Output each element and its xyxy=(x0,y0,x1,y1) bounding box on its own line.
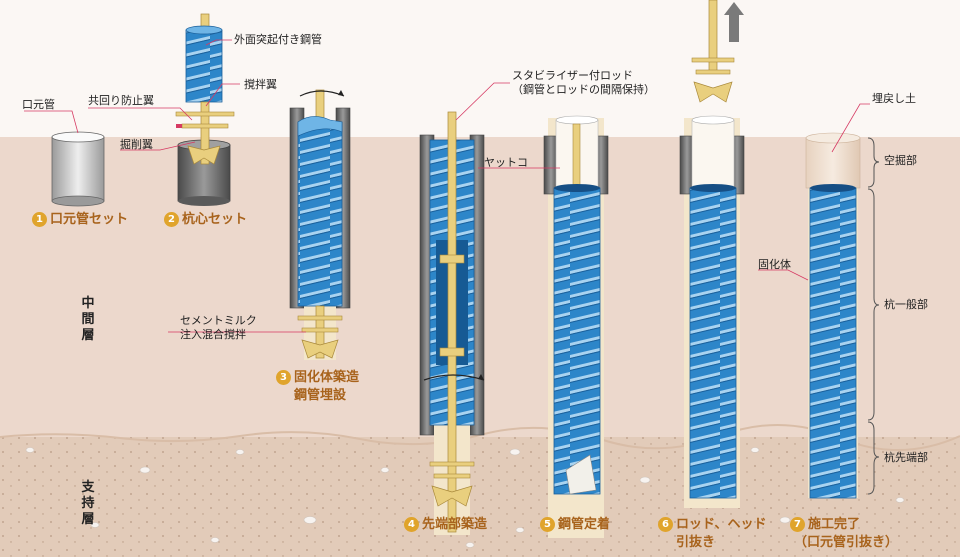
step-3-number-badge: 3 xyxy=(276,370,291,385)
step-4-title: 先端部築造 xyxy=(422,517,488,532)
step-6-title: ロッド、ヘッド xyxy=(676,517,767,532)
step-2-title: 杭心セット xyxy=(182,212,248,227)
bearing-layer-ground xyxy=(0,437,960,557)
stabilizer-rod-label-line2: （鋼管とロッドの間隔保持） xyxy=(512,82,655,96)
step5-pipe-fixing xyxy=(543,115,609,538)
stabilizer-rod-label: スタビライザー付ロッド （鋼管とロッドの間隔保持） xyxy=(512,69,655,97)
stabilizer-rod-label-line1: スタビライザー付ロッド xyxy=(512,69,633,82)
step-2-number-badge: 2 xyxy=(164,212,179,227)
cement-milk-label: セメントミルク 注入混合撹拌 xyxy=(180,314,257,342)
step6-extraction xyxy=(679,0,745,508)
step1-guide-pipe xyxy=(51,131,105,207)
step-6-subtitle: 引抜き xyxy=(676,534,716,550)
bearing-layer-char: 持 xyxy=(81,496,95,511)
step7-completion xyxy=(805,132,861,499)
co-rotation-blade-label: 共回り防止翼 xyxy=(88,94,154,107)
bearing-layer-char: 支 xyxy=(81,480,95,495)
cement-milk-label-line1: セメントミルク xyxy=(180,314,257,327)
step-7-subtitle: （口元管引抜き） xyxy=(794,534,899,550)
bearing-layer-label: 支 持 層 xyxy=(74,480,102,540)
step-1-title: 口元管セット xyxy=(50,212,129,227)
step-1-number-badge: 1 xyxy=(32,212,47,227)
middle-layer-char: 層 xyxy=(81,328,95,343)
step-4-number-badge: 4 xyxy=(404,517,419,532)
zone-braces xyxy=(867,137,880,495)
step2-pile-centering xyxy=(175,13,235,206)
step-6-number-badge: 6 xyxy=(658,517,673,532)
yattoko-label: ヤットコ xyxy=(484,156,528,169)
middle-layer-char: 間 xyxy=(81,312,95,327)
steel-pipe-label: 外面突起付き鋼管 xyxy=(234,33,322,46)
stirring-blade-label: 撹拌翼 xyxy=(244,78,277,91)
leader-lines xyxy=(24,39,870,333)
middle-layer-char: 中 xyxy=(81,296,95,311)
step-5-number-badge: 5 xyxy=(540,517,555,532)
step-7-title: 施工完了 xyxy=(808,517,861,532)
step4-tip-construction xyxy=(419,111,485,535)
guide-pipe-label: 口元管 xyxy=(22,98,55,111)
step3-solidification xyxy=(289,89,351,360)
step-5-title: 鋼管定着 xyxy=(558,517,611,532)
solidified-body-label: 固化体 xyxy=(758,258,791,271)
bearing-layer-char: 層 xyxy=(81,512,95,527)
zone-general-label: 杭一般部 xyxy=(884,298,928,311)
step-3-title: 固化体築造 xyxy=(294,370,360,385)
excavation-blade-label: 掘削翼 xyxy=(120,138,153,151)
middle-layer-label: 中 間 層 xyxy=(74,296,102,356)
step-3-subtitle: 鋼管埋設 xyxy=(294,387,347,403)
step-7-number-badge: 7 xyxy=(790,517,805,532)
backfill-label: 埋戻し土 xyxy=(872,92,916,105)
zone-hollow-label: 空掘部 xyxy=(884,154,917,167)
cement-milk-label-line2: 注入混合撹拌 xyxy=(180,327,246,341)
zone-tip-label: 杭先端部 xyxy=(884,451,928,464)
